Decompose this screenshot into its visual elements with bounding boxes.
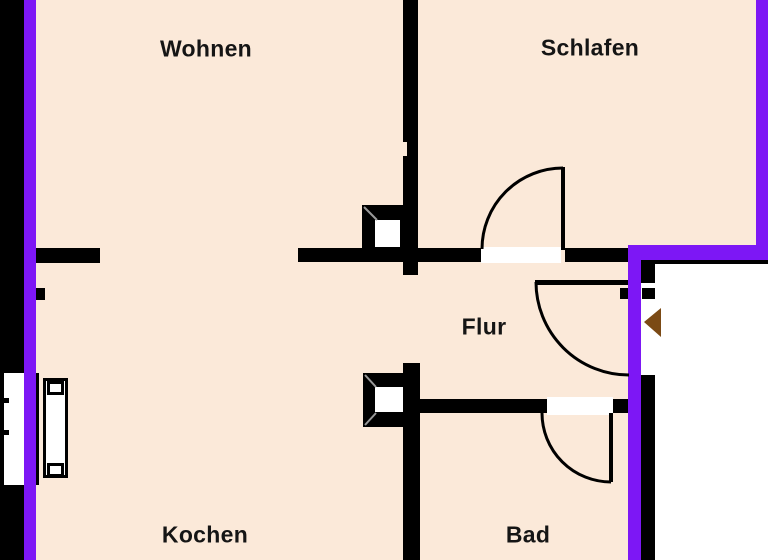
outer-wall-right-lower xyxy=(641,375,655,560)
window-opening xyxy=(0,373,24,485)
room-label-flur: Flur xyxy=(461,313,507,340)
bad-door-leaf xyxy=(609,413,613,482)
room-label-schlafen: Schlafen xyxy=(540,34,640,61)
wall-wohnen-kochen xyxy=(36,248,100,263)
outer-wall-left-upper xyxy=(0,0,24,373)
radiator-valve-bottom xyxy=(47,463,64,477)
entrance-jamb-tick-outer xyxy=(642,288,655,299)
lower-shaft-core xyxy=(375,387,403,412)
boundary-top-right-horizontal xyxy=(628,245,768,260)
bad-door-opening xyxy=(547,397,613,415)
wall-center-horizontal-east xyxy=(565,248,643,262)
entrance-jamb-tick-inner xyxy=(620,288,628,299)
wall-bad-east-stub xyxy=(613,399,631,413)
boundary-left xyxy=(24,0,36,560)
wall-flur-bad xyxy=(420,399,547,413)
outer-wall-right-entry-stub xyxy=(641,260,655,283)
room-label-bad: Bad xyxy=(505,521,551,548)
left-wall-joint-tick xyxy=(36,288,45,300)
outer-wall-right-thin-edge xyxy=(641,260,768,264)
window-mullion-tick-upper xyxy=(0,398,9,403)
room-label-wohnen: Wohnen xyxy=(159,35,253,62)
bad-door-jamb xyxy=(543,399,547,413)
bad-door-arc xyxy=(540,412,612,484)
boundary-right-edge xyxy=(756,0,768,257)
window-inner-face-line xyxy=(36,373,39,485)
window-outer-pane-line xyxy=(0,373,4,485)
room-label-kochen: Kochen xyxy=(161,521,249,548)
radiator-valve-top xyxy=(47,381,64,395)
schlafen-door-jamb xyxy=(477,248,481,262)
schlafen-door-leaf xyxy=(561,167,565,250)
wall-joint-notch xyxy=(403,142,407,156)
boundary-entrance-vertical xyxy=(628,245,641,560)
entrance-door-leaf xyxy=(535,280,631,285)
outside-area xyxy=(641,260,768,560)
schlafen-door-arc xyxy=(480,166,564,250)
window-mullion-tick-lower xyxy=(0,430,9,435)
entrance-door-arc xyxy=(534,281,630,377)
outer-wall-left-lower xyxy=(0,485,24,560)
upper-shaft-core xyxy=(375,220,400,247)
schlafen-door-opening xyxy=(481,247,561,263)
